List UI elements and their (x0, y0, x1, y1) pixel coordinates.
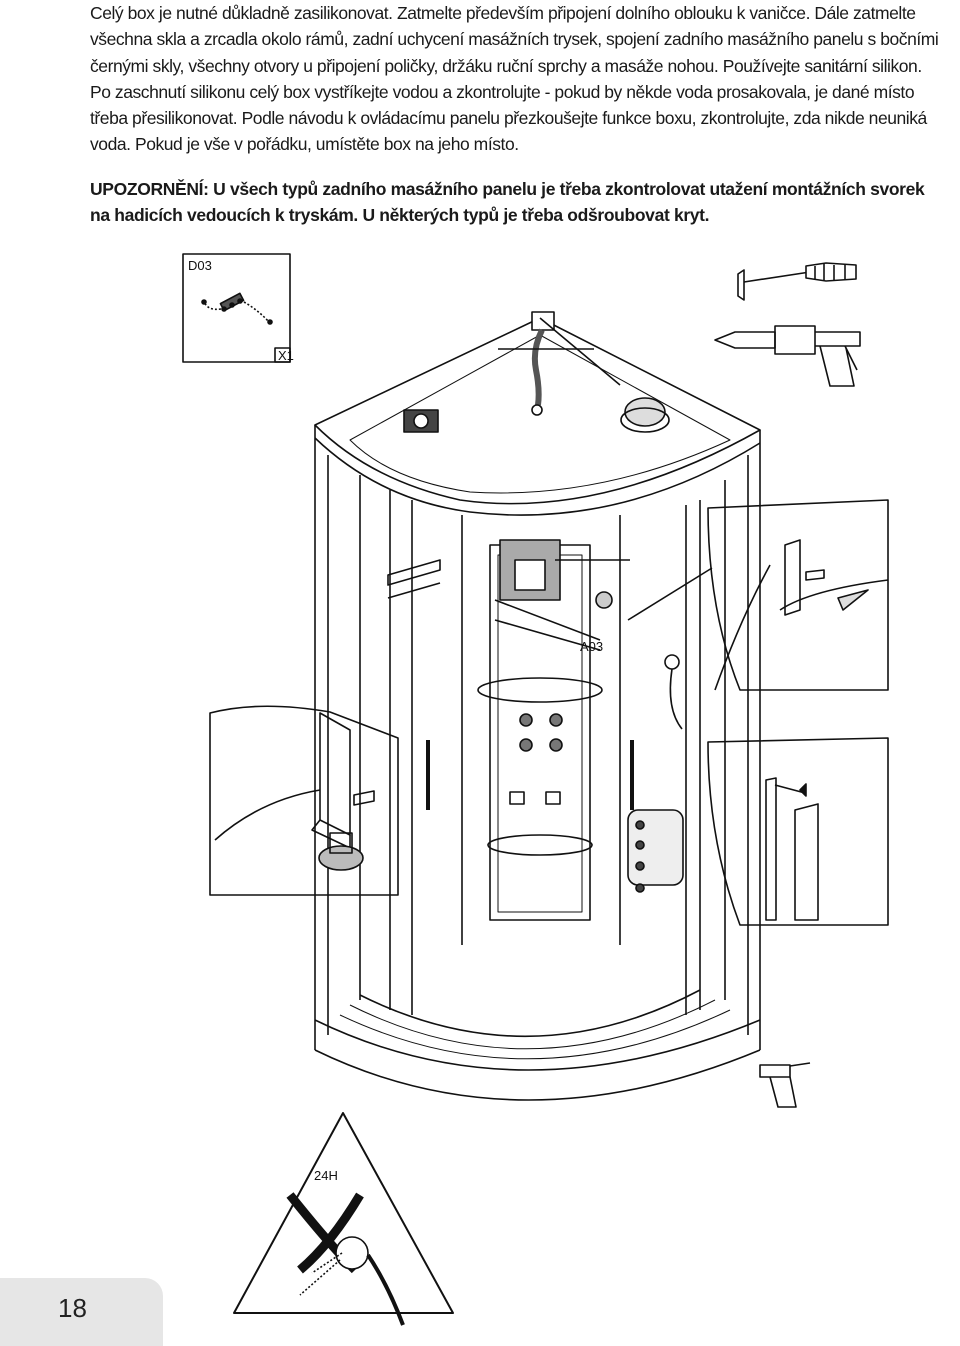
page-number: 18 (58, 1293, 87, 1323)
warning-text: U všech typů zadního masážního panelu je… (90, 179, 925, 226)
screwdriver-icon (737, 262, 857, 301)
wait-time-label: 24H (314, 1168, 338, 1183)
warning-paragraph: UPOZORNĚNÍ: U všech typů zadního masážní… (90, 176, 940, 229)
hand-shower-icon (299, 1236, 405, 1326)
caulking-gun-bottom-icon (759, 1062, 811, 1108)
part-ref-label: A03 (580, 639, 603, 654)
parts-box (182, 253, 291, 363)
warning-label: UPOZORNĚNÍ: (90, 179, 209, 199)
leveling-foot-detail (209, 705, 399, 896)
shower-cabin-drawing (314, 311, 761, 1101)
profile-detail (707, 737, 889, 926)
instructions-paragraph: Celý box je nutné důkladně zasilikonovat… (90, 3, 939, 155)
part-code-label: D03 (188, 258, 212, 273)
massage-jet-bracket-icon (201, 292, 273, 325)
page-number-tab (0, 1278, 163, 1346)
wait-24h-warning-icon (233, 1112, 454, 1326)
wall-screw-detail (707, 499, 889, 691)
quantity-label: X1 (278, 348, 294, 363)
caulking-gun-icon (714, 325, 861, 387)
